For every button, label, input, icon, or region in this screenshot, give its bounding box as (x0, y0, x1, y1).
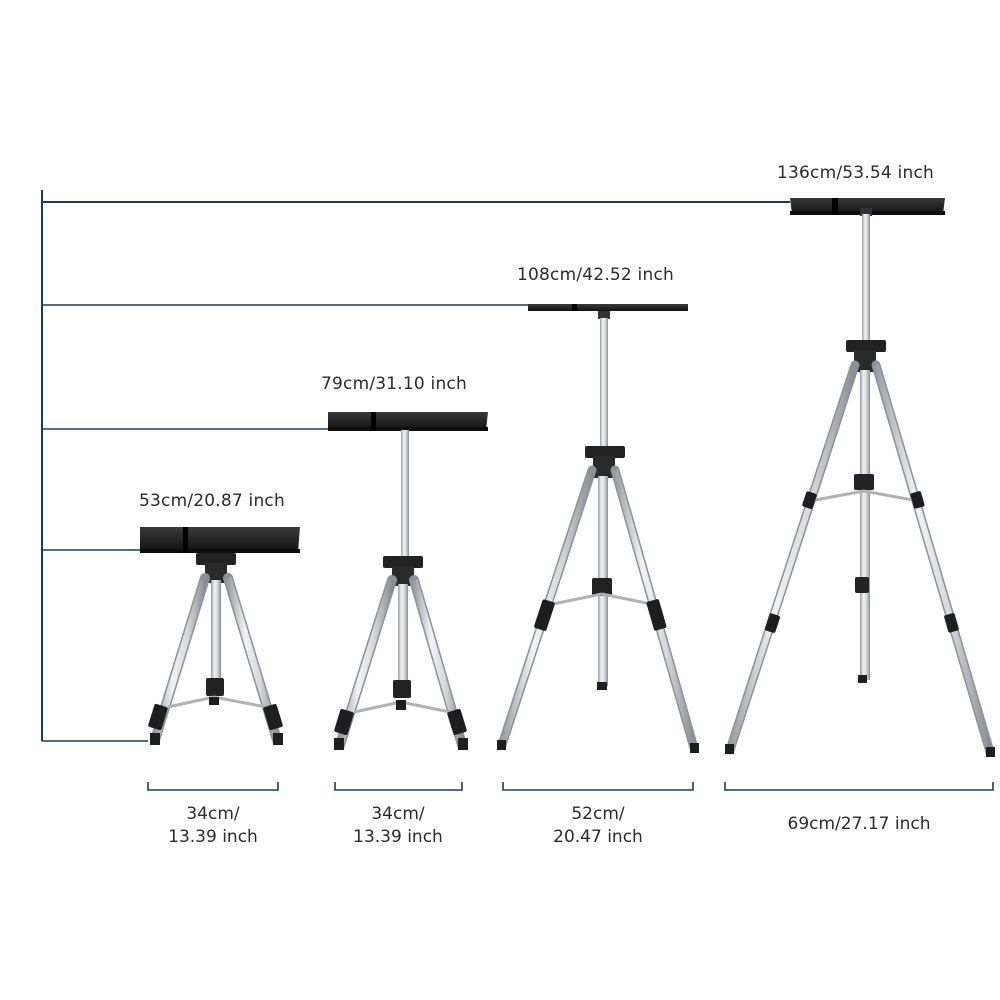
width-label-stand-1: 34cm/ 13.39 inch (148, 803, 278, 849)
width-label-line-1: 34cm/ (371, 804, 425, 824)
width-label-stand-4: 69cm/27.17 inch (725, 813, 993, 836)
width-label-line-1: 34cm/ (186, 804, 240, 824)
width-label-line-1: 69cm/27.17 inch (787, 814, 931, 834)
width-label-line-2: 13.39 inch (353, 827, 443, 847)
height-label-stand-4: 136cm/53.54 inch (777, 163, 934, 183)
tripod-stand-icon (497, 304, 699, 753)
tripod-stand-icon (328, 412, 488, 750)
width-label-line-2: 20.47 inch (553, 827, 643, 847)
height-label-stand-1: 53cm/20.87 inch (139, 491, 285, 511)
width-label-line-2: 13.39 inch (168, 827, 258, 847)
height-label-stand-3: 108cm/42.52 inch (517, 265, 674, 285)
tripod-stand-icon (140, 527, 300, 745)
width-bracket-stand-3 (502, 782, 694, 791)
width-label-line-1: 52cm/ (571, 804, 625, 824)
width-bracket-stand-2 (334, 782, 463, 791)
width-label-stand-3: 52cm/ 20.47 inch (503, 803, 693, 849)
width-bracket-stand-1 (147, 782, 279, 791)
height-label-stand-2: 79cm/31.10 inch (321, 374, 467, 394)
width-label-stand-2: 34cm/ 13.39 inch (334, 803, 462, 849)
width-bracket-stand-4 (724, 782, 994, 791)
tripod-stand-icon (725, 198, 995, 757)
